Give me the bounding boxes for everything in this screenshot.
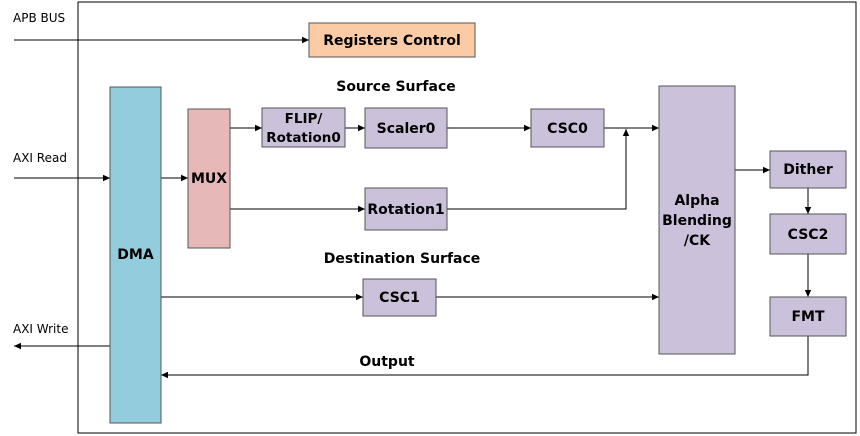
source-surface-label: Source Surface (336, 79, 456, 95)
csc1-block: CSC1 (362, 278, 437, 317)
alpha-label-line2: Blending (662, 213, 732, 229)
flip-rotation0-block: FLIP/ Rotation0 (261, 107, 346, 148)
flip-label-line2: Rotation0 (266, 130, 341, 146)
registers-control-label: Registers Control (323, 33, 461, 49)
rotation1-block: Rotation1 (364, 187, 448, 231)
dither-label: Dither (783, 162, 833, 178)
registers-control-block: Registers Control (308, 22, 476, 58)
csc0-label: CSC0 (547, 121, 588, 137)
fmt-label: FMT (791, 309, 824, 325)
alpha-blending-block: Alpha Blending /CK (658, 85, 736, 355)
alpha-label-line1: Alpha (674, 193, 719, 209)
scaler0-block: Scaler0 (364, 107, 448, 149)
csc1-label: CSC1 (379, 290, 420, 306)
csc0-block: CSC0 (530, 108, 605, 148)
apb-bus-label: APB BUS (13, 11, 65, 25)
mux-label: MUX (191, 171, 227, 187)
fmt-block: FMT (769, 296, 847, 337)
alpha-label-line3: /CK (684, 233, 711, 249)
rotation1-label: Rotation1 (367, 202, 444, 218)
axi-write-label: AXI Write (13, 322, 68, 336)
output-label: Output (359, 354, 415, 370)
scaler0-label: Scaler0 (377, 121, 436, 137)
connections (14, 36, 812, 379)
dither-block: Dither (769, 150, 847, 189)
mux-block: MUX (187, 108, 231, 249)
flip-label-line1: FLIP/ (285, 111, 323, 127)
dma-block: DMA (109, 86, 162, 424)
csc2-label: CSC2 (788, 227, 829, 243)
axi-read-label: AXI Read (13, 151, 67, 165)
csc2-block: CSC2 (769, 213, 847, 255)
outer-frame (77, 1, 857, 434)
rotation1-to-alpha-arrow (447, 129, 630, 210)
fmt-to-dma-output-arrow (161, 336, 809, 379)
destination-surface-label: Destination Surface (324, 251, 481, 267)
dma-label: DMA (117, 247, 154, 263)
